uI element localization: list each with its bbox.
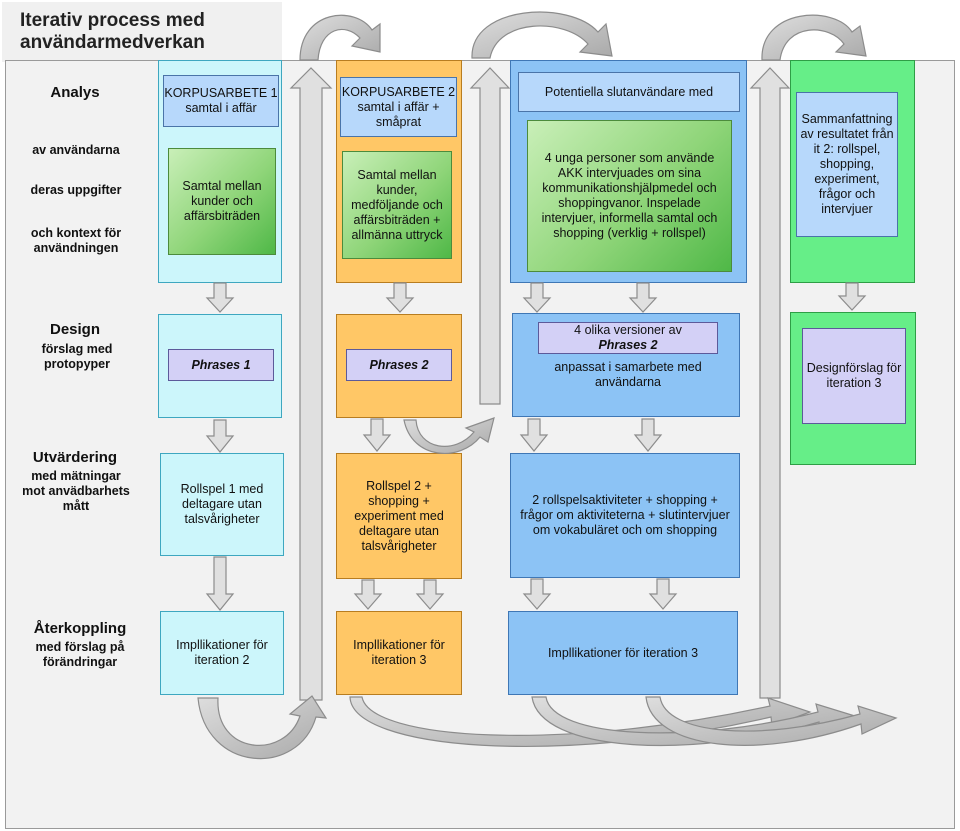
phase-analys-sub2: deras uppgifter	[30, 183, 122, 197]
phase-design-sub: förslag med protopyper	[41, 342, 113, 371]
iter3-design-top-text: 4 olika versioner av	[574, 323, 682, 337]
arrow-down-icon	[522, 578, 552, 610]
curved-arrow-icon	[197, 695, 328, 760]
arrow-down-icon	[353, 579, 383, 610]
iter1-aterkoppling-box: Impllikationer för iteration 2	[160, 611, 284, 695]
curved-arrow-icon	[471, 11, 613, 59]
phase-aterkoppling-sub: med förslag på förändringar	[35, 640, 125, 669]
arrow-down-icon	[415, 579, 445, 610]
arrow-down-icon	[205, 419, 235, 453]
curved-arrow-icon	[403, 417, 495, 454]
curved-arrow-icon	[645, 696, 898, 746]
iter1-analys-box: Samtal mellan kunder och affärsbiträden	[168, 148, 276, 255]
phase-analys-sub3: och kontext för användningen	[30, 226, 122, 255]
iter3-design-box: 4 olika versioner av Phrases 2 anpassat …	[512, 313, 740, 417]
iter1-korpus-box: KORPUSARBETE 1 samtal i affär	[163, 75, 279, 127]
phase-aterkoppling-title: Återkoppling	[33, 620, 127, 637]
arrow-down-icon	[385, 282, 415, 313]
iter3-utvardering-box: 2 rollspelsaktiviteter + shopping + fråg…	[510, 453, 740, 578]
summary-design-label: Designförslag för iteration 3	[802, 328, 906, 424]
summary-text-box: Sammanfattning av resultatet från it 2: …	[796, 92, 898, 237]
phase-utvardering-title: Utvärdering	[32, 449, 118, 466]
arrow-up-icon	[289, 67, 333, 701]
phase-utvardering-sub: med mätningar mot anvädbarhets mått	[22, 469, 130, 513]
iter2-korpus-box: KORPUSARBETE 2 samtal i affär + småprat	[340, 77, 457, 137]
iter1-utvardering-box: Rollspel 1 med deltagare utan talsvårigh…	[160, 453, 284, 556]
arrow-down-icon	[205, 282, 235, 313]
iter1-design-box: Phrases 1	[158, 314, 282, 418]
phase-design-title: Design	[49, 321, 100, 338]
iter2-phrases-label: Phrases 2	[346, 349, 452, 381]
arrow-up-icon	[749, 67, 791, 699]
iter2-analys-box: Samtal mellan kunder, medföljande och af…	[342, 151, 452, 259]
arrow-down-icon	[362, 418, 392, 452]
iter3-header-box: Potentiella slutanvändare med	[518, 72, 740, 112]
iter3-analys-box: 4 unga personer som använde AKK intervju…	[527, 120, 732, 272]
iter2-design-box: Phrases 2	[336, 314, 462, 418]
page-title: Iterativ process med användarmedverkan	[20, 10, 205, 53]
arrow-down-icon	[633, 418, 663, 452]
arrow-up-icon	[469, 67, 511, 405]
iter2-aterkoppling-box: Impllikationer för iteration 3	[336, 611, 462, 695]
iter3-aterkoppling-box: Impllikationer för iteration 3	[508, 611, 738, 695]
iter3-design-phrases-text: Phrases 2	[598, 338, 658, 352]
iter3-design-bottom-text: anpassat i samarbete med användarna	[554, 360, 702, 389]
curved-arrow-icon	[299, 14, 381, 61]
arrow-down-icon	[837, 282, 867, 311]
phase-analys-sub1: av användarna	[32, 143, 120, 157]
arrow-down-icon	[519, 418, 549, 452]
iter3-design-version-label: 4 olika versioner av Phrases 2	[538, 322, 718, 354]
iter1-phrases-label: Phrases 1	[168, 349, 274, 381]
summary-design-box: Designförslag för iteration 3	[790, 312, 916, 465]
arrow-down-icon	[628, 282, 658, 313]
phase-analys-title: Analys	[50, 84, 100, 101]
arrow-down-icon	[648, 578, 678, 610]
arrow-down-icon	[205, 556, 235, 611]
curved-arrow-icon	[761, 14, 867, 61]
arrow-down-icon	[522, 282, 552, 313]
iter2-utvardering-box: Rollspel 2 + shopping + experiment med d…	[336, 453, 462, 579]
title-background	[2, 2, 282, 62]
